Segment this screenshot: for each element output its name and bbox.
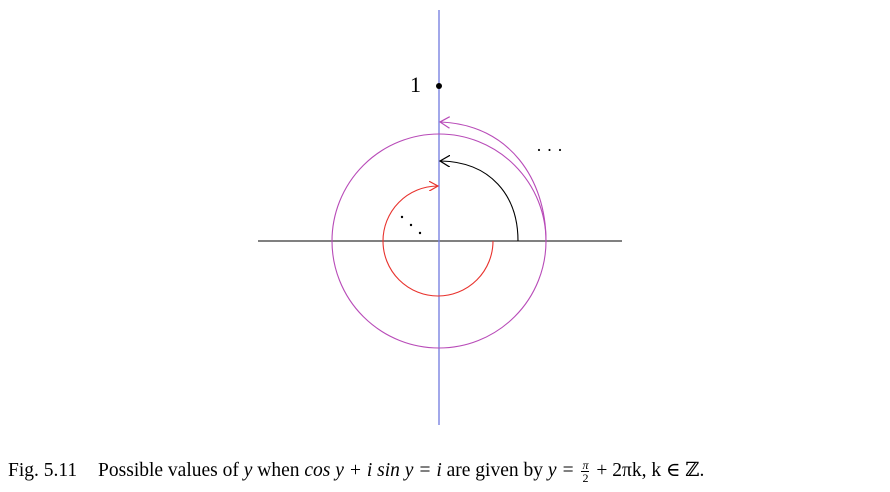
fraction-numerator: π: [581, 458, 590, 473]
caption-var-y: y: [243, 460, 253, 481]
caption-prefix: Possible values of: [98, 460, 244, 481]
inner-arc: [382, 186, 494, 297]
outer-spiral-arc: [441, 122, 547, 242]
fraction-denominator: 2: [582, 471, 589, 486]
ellipsis-outer: · · ·: [536, 140, 563, 160]
caption-when: when: [252, 460, 305, 481]
point-one: [436, 83, 442, 89]
ellipsis-inner-dot-2: [409, 223, 413, 227]
caption-y-equals: y =: [547, 460, 580, 481]
caption-tail: + 2πk, k ∈ ℤ.: [591, 460, 705, 481]
ellipsis-inner-dot-1: [400, 215, 404, 219]
point-one-label: 1: [410, 72, 421, 97]
caption-equation: cos y + i sin y = i: [304, 460, 442, 481]
figure-caption: Fig. 5.11 Possible values of y when cos …: [8, 458, 888, 484]
figure-diagram: 1 · · ·: [258, 10, 622, 425]
caption-given: are given by: [441, 460, 548, 481]
ellipsis-inner-dot-3: [418, 231, 422, 235]
principal-arc: [441, 161, 519, 242]
figure-number: Fig. 5.11: [8, 460, 78, 481]
